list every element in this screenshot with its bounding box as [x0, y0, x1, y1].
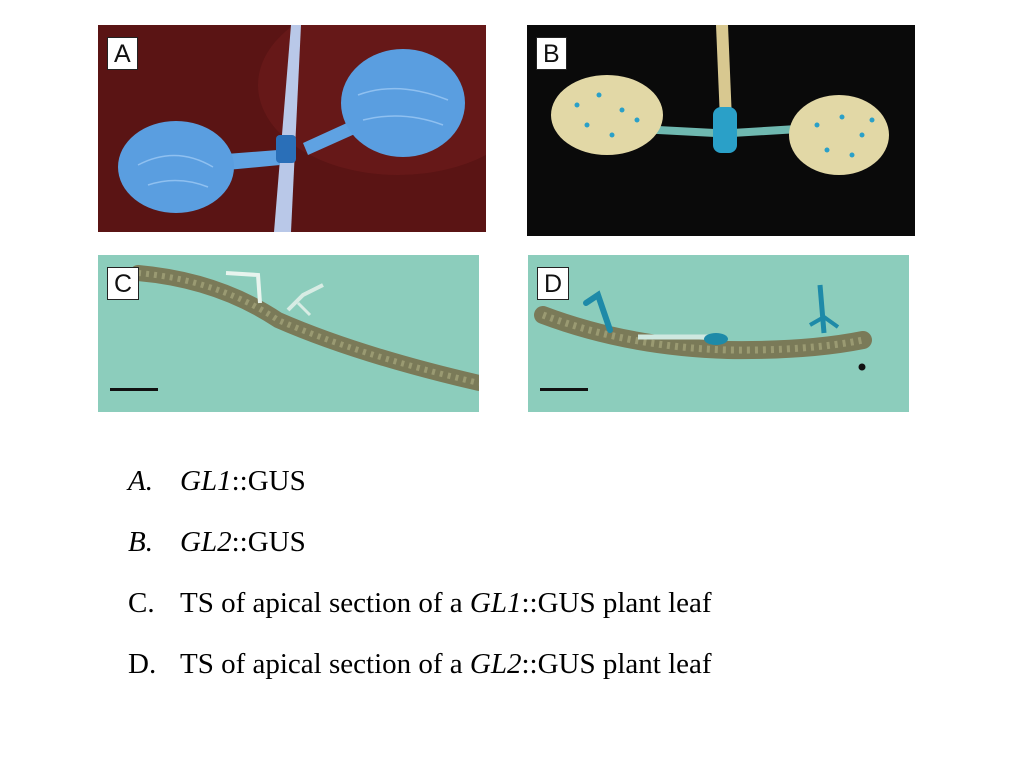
- legend-item-b: B. GL2::GUS: [128, 523, 712, 584]
- legend-item-c: C. TS of apical section of a GL1::GUS pla…: [128, 584, 712, 645]
- legend-text: ::GUS plant leaf: [521, 587, 712, 619]
- legend-text: ::GUS plant leaf: [521, 648, 712, 680]
- legend-letter: D.: [128, 648, 157, 680]
- legend-item-d: D. TS of apical section of a GL2::GUS pla…: [128, 645, 712, 706]
- micrograph-panel-d: D: [528, 255, 909, 412]
- micrograph-panel-b: B: [527, 25, 915, 236]
- figure-legend: A.GL1::GUS B.GL2::GUS C.TS of apical sec…: [128, 462, 712, 706]
- panel-b-label: B: [536, 37, 567, 70]
- panel-d-label: D: [537, 267, 570, 300]
- panel-a-label: A: [107, 37, 138, 70]
- legend-letter: C.: [128, 587, 155, 619]
- legend-text: ::GUS: [231, 526, 306, 558]
- legend-letter: B.: [128, 526, 153, 558]
- gl2-leaf-section-image: [528, 255, 909, 412]
- legend-item-a: A. GL1::GUS: [128, 462, 712, 523]
- gl1-leaf-section-image: [98, 255, 479, 412]
- micrograph-panel-c: C: [98, 255, 479, 412]
- gene-name: GL1: [180, 465, 232, 497]
- gene-name: GL1: [469, 587, 522, 619]
- gene-name: GL2: [469, 648, 522, 680]
- gl1-seedling-image: [98, 25, 486, 232]
- legend-text: ::GUS: [231, 465, 306, 497]
- legend-letter: A.: [128, 465, 153, 497]
- gl2-seedling-image: [527, 25, 915, 236]
- panel-c-label: C: [107, 267, 140, 300]
- micrograph-panel-a: A: [98, 25, 486, 232]
- legend-text: TS of apical section of a: [180, 587, 470, 619]
- gene-name: GL2: [180, 526, 232, 558]
- legend-text: TS of apical section of a: [180, 648, 470, 680]
